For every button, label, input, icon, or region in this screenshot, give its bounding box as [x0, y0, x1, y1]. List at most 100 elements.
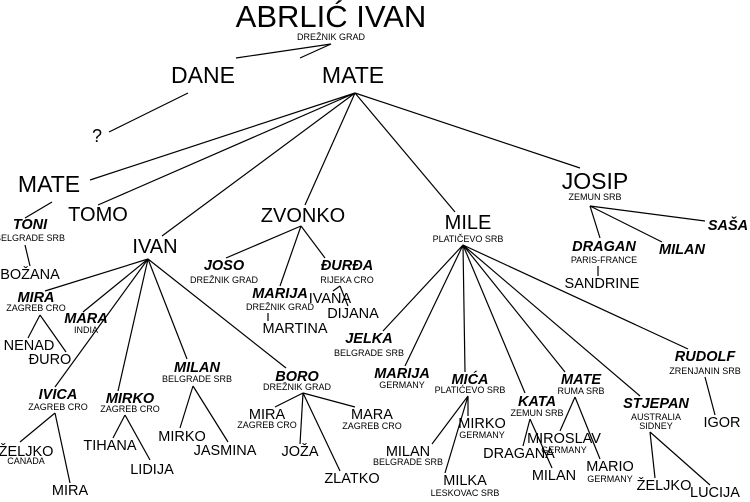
- person-name: MARA: [351, 407, 393, 423]
- edge-mate-josip: [354, 92, 581, 169]
- person-name: SANDRINE: [565, 276, 640, 292]
- edge-mica-milka: [444, 395, 469, 474]
- person-place: DREŽNIK GRAD: [263, 382, 332, 392]
- edge-zvonko-joso: [225, 225, 302, 259]
- person-name: MIRA: [249, 407, 286, 423]
- edge-boro-mara_b: [302, 392, 356, 408]
- person-name: TONI: [13, 217, 48, 233]
- person-name: JOŽA: [281, 443, 318, 460]
- person-name: ĐURĐA: [321, 258, 373, 274]
- person-name: ĐURO: [29, 352, 72, 368]
- person-name: ŽELJKO: [0, 443, 53, 460]
- person-place: ZEMUN SRB: [568, 192, 621, 202]
- person-name: JELKA: [345, 331, 393, 347]
- person-name: ABRLIĆ IVAN: [236, 0, 427, 34]
- person-name: IVICA: [39, 387, 78, 403]
- person-place: BELGRADE SRB: [334, 348, 404, 358]
- edge-boro-mira_b: [274, 392, 304, 408]
- person-name: LIDIJA: [130, 462, 174, 478]
- person-place: PLATIĆEVO SRB: [435, 385, 506, 395]
- person-name: JOSIP: [562, 168, 628, 194]
- person-name: TOMO: [68, 204, 128, 226]
- edge-ivan-mira: [44, 258, 149, 292]
- edge-mate_m-mario: [574, 396, 601, 460]
- edge-dane-unknown: [108, 92, 189, 133]
- person-joza: JOŽA: [281, 443, 318, 460]
- person-place: INDIA: [74, 325, 98, 335]
- person-zvonko: ZVONKO: [261, 205, 345, 227]
- person-name: STJEPAN: [623, 396, 689, 412]
- person-dijana: DIJANA: [327, 306, 379, 322]
- person-ivan: IVAN: [132, 236, 177, 258]
- person-name: DANE: [171, 62, 235, 88]
- edge-root-dane: [235, 43, 332, 59]
- person-place-2: SIDNEY: [639, 421, 673, 431]
- person-name: SAŠA: [708, 216, 748, 234]
- person-name: MATE: [18, 171, 80, 197]
- person-tomo: TOMO: [68, 204, 128, 226]
- edge-ivan-milan_i: [147, 258, 188, 360]
- person-name: KATA: [518, 394, 556, 410]
- edge-stjepan-zeljko_s: [649, 431, 656, 479]
- person-dane: DANE: [171, 62, 235, 88]
- person-name: IGOR: [703, 415, 740, 431]
- person-name: IVANA: [309, 291, 352, 307]
- edge-kata-milan_k: [529, 418, 553, 469]
- edge-root-mate: [299, 43, 332, 59]
- edge-mile-mica: [462, 244, 466, 373]
- person-name: MIRKO: [158, 429, 206, 445]
- connection-lines: [19, 43, 716, 486]
- edge-mile-mate_m: [462, 244, 566, 373]
- person-mirko-m: MIRKO: [158, 429, 206, 445]
- person-place: ZAGREB CRO: [237, 420, 297, 430]
- person-place: PLATIČEVO SRB: [433, 234, 504, 244]
- person-name: NENAD: [4, 338, 55, 354]
- person-place: ZAGREB CRO: [6, 303, 66, 313]
- edge-mile-marija_m: [404, 244, 464, 367]
- person-nenad: NENAD: [4, 338, 55, 354]
- person-name: MARIJA: [252, 286, 308, 302]
- person-name: MIRA: [17, 290, 54, 306]
- person-name: JOSO: [204, 258, 245, 274]
- person-mate: MATE: [322, 62, 384, 88]
- person-place: AUSTRALIA: [631, 412, 681, 422]
- edge-djurdja-ivana: [332, 285, 341, 292]
- person-unknown: ?: [92, 126, 102, 146]
- person-name: MIRKO: [106, 391, 155, 407]
- edge-milan_i-mirko_m: [179, 385, 194, 429]
- edge-djurdja-dijana: [339, 285, 349, 307]
- edge-zvonko-djurdja: [300, 225, 326, 259]
- edge-mile-rudolf: [462, 244, 689, 350]
- person-place: CANADA: [7, 456, 45, 466]
- edge-josip-sasa: [589, 205, 706, 222]
- person-ivana: IVANA: [309, 291, 352, 307]
- person-sandrine: SANDRINE: [565, 276, 640, 292]
- edge-mate-zvonko: [304, 92, 356, 206]
- person-place: ZAGREB CRO: [342, 421, 402, 431]
- edge-ivan-ivica: [54, 258, 149, 388]
- edge-mate-ivan: [161, 92, 356, 237]
- person-sasa: SAŠA: [708, 216, 748, 234]
- edge-ivica-zeljko_i: [19, 412, 56, 443]
- edge-zvonko-marija_z: [279, 225, 302, 287]
- person-name: MILKA: [443, 473, 487, 489]
- person-lucija: LUCIJA: [690, 485, 740, 501]
- edge-ivica-mira_i: [54, 412, 71, 484]
- person-name: BOŽANA: [0, 266, 60, 283]
- person-name: DRAGAN: [572, 239, 636, 255]
- edge-josip-milan_j: [589, 205, 663, 243]
